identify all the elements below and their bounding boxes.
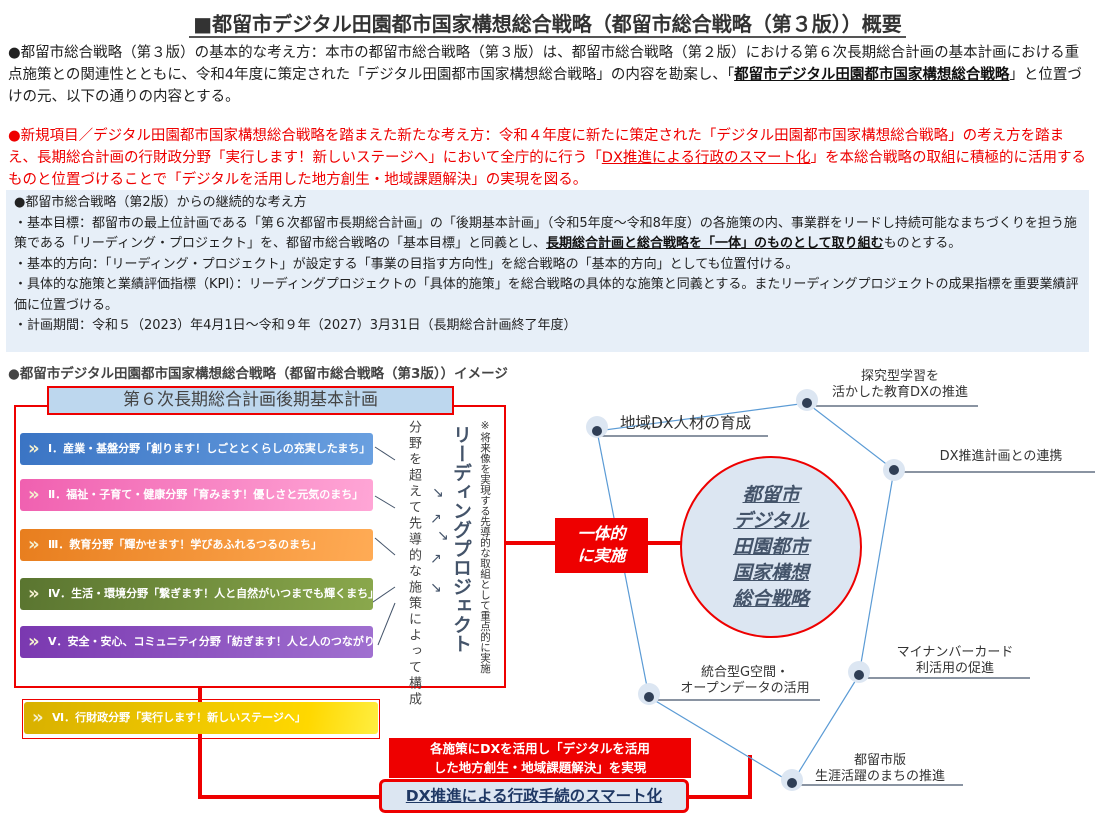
cross-field-text: 分野を超えて先導的な施策によって構成 (406, 420, 421, 708)
bar-connector-lines (369, 446, 396, 646)
svg-text:↗: ↗ (430, 551, 442, 567)
image-heading: ●都留市デジタル田園都市国家構想総合戦略（都留市総合戦略（第3版））イメージ (8, 366, 508, 382)
right-red-connector (688, 755, 752, 799)
svg-text:↘: ↘ (437, 528, 449, 544)
chevron-icon: » (28, 484, 40, 505)
node-label-lifelong: 都留市版生涯活躍のまちの推進 (814, 753, 945, 784)
dx-smart-admin-box: DX推進による行政手続のスマート化 (379, 779, 689, 813)
label-underlines (597, 405, 1095, 786)
chevron-icon: » (28, 583, 40, 604)
basic-concept-paragraph: ●都留市総合戦略（第３版）の基本的な考え方：本市の都留市総合戦略（第３版）は、都… (8, 45, 1082, 105)
page-title: ■都留市デジタル田園都市国家構想総合戦略（都留市総合戦略（第３版））概要 (0, 8, 1095, 38)
basic-goal: ・基本目標：都留市の最上位計画である「第６次都留市長期総合計画」の「後期基本計画… (14, 215, 1077, 252)
node-label-open-data: 統合型G空間・オープンデータの活用 (680, 665, 810, 696)
node-label-education-dx: 探究型学習を活かした教育DXの推進 (832, 369, 968, 400)
leading-project-title: リーディングプロジェクト (450, 425, 472, 653)
leading-project-note: ※将来像を実現する先導的な取組として重点的に実施 (479, 420, 491, 674)
node-dots (586, 389, 905, 791)
node-label-dx-plan: DX推進計画との連携 (939, 449, 1063, 464)
dx-utilization-message: 各施策にDXを活用し「デジタルを活用した地方創生・地域課題解決」を実現 (389, 738, 691, 778)
plan-period: ・計画期間：令和５（2023）年4月1日～令和９年（2027）3月31日（長期総… (14, 318, 577, 333)
field-bar-4: »Ⅳ．生活・環境分野「繋ぎます！人と自然がいつまでも輝くまち」 (20, 578, 373, 610)
field-bar-3: »Ⅲ．教育分野「輝かせます！学びあふれるつるのまち」 (20, 529, 373, 561)
kpi: ・具体的な施策と業績評価指標（KPI）：リーディングプロジェクトの「具体的施策」… (14, 277, 1079, 313)
strategy-circle: 都留市デジタル田園都市国家構想総合戦略 (680, 456, 862, 638)
svg-text:↘: ↘ (432, 485, 444, 501)
chevron-icon: » (32, 707, 44, 728)
continuing-concept-box: ●都留市総合戦略（第2版）からの継続的な考え方 ・基本目標：都留市の最上位計画で… (6, 190, 1089, 352)
chevron-icon: » (28, 534, 40, 555)
box-heading: ●都留市総合戦略（第2版）からの継続的な考え方 (14, 195, 307, 210)
node-label-dx-talent: 地域DX人材の育成 (620, 414, 752, 432)
basic-direction: ・基本的方向：「リーディング・プロジェクト」が設定する「事業の目指す方向性」を総… (14, 256, 799, 272)
chevron-icon: » (28, 438, 40, 459)
field-bar-5: »Ⅴ．安全・安心、コミュニティ分野「紡ぎます！人と人のつながりのまち」 (20, 626, 373, 658)
plan-header: 第６次長期総合計画後期基本計画 (47, 386, 454, 415)
ittai-label: 一体的に実施 (555, 518, 648, 573)
arrow-icons: ↘↗↘↗↘ (430, 485, 449, 596)
chevron-icon: » (28, 631, 40, 652)
field-bar-6-frame (22, 699, 380, 739)
field-bar-2: »Ⅱ．福祉・子育て・健康分野「育みます！優しさと元気のまち」 (20, 479, 373, 511)
node-label-mynumber: マイナンバーカード利活用の促進 (896, 645, 1014, 676)
svg-text:↗: ↗ (430, 511, 442, 527)
field-bar-6: »Ⅵ．行財政分野「実行します！新しいステージへ」 (24, 702, 378, 734)
field-bar-1: »Ⅰ．産業・基盤分野「創ります！しごととくらしの充実したまち」 (20, 433, 373, 465)
svg-text:↘: ↘ (430, 580, 442, 596)
new-item-paragraph: ●新規項目／デジタル田園都市国家構想総合戦略を踏まえた新たな考え方：令和４年度に… (8, 128, 1087, 188)
